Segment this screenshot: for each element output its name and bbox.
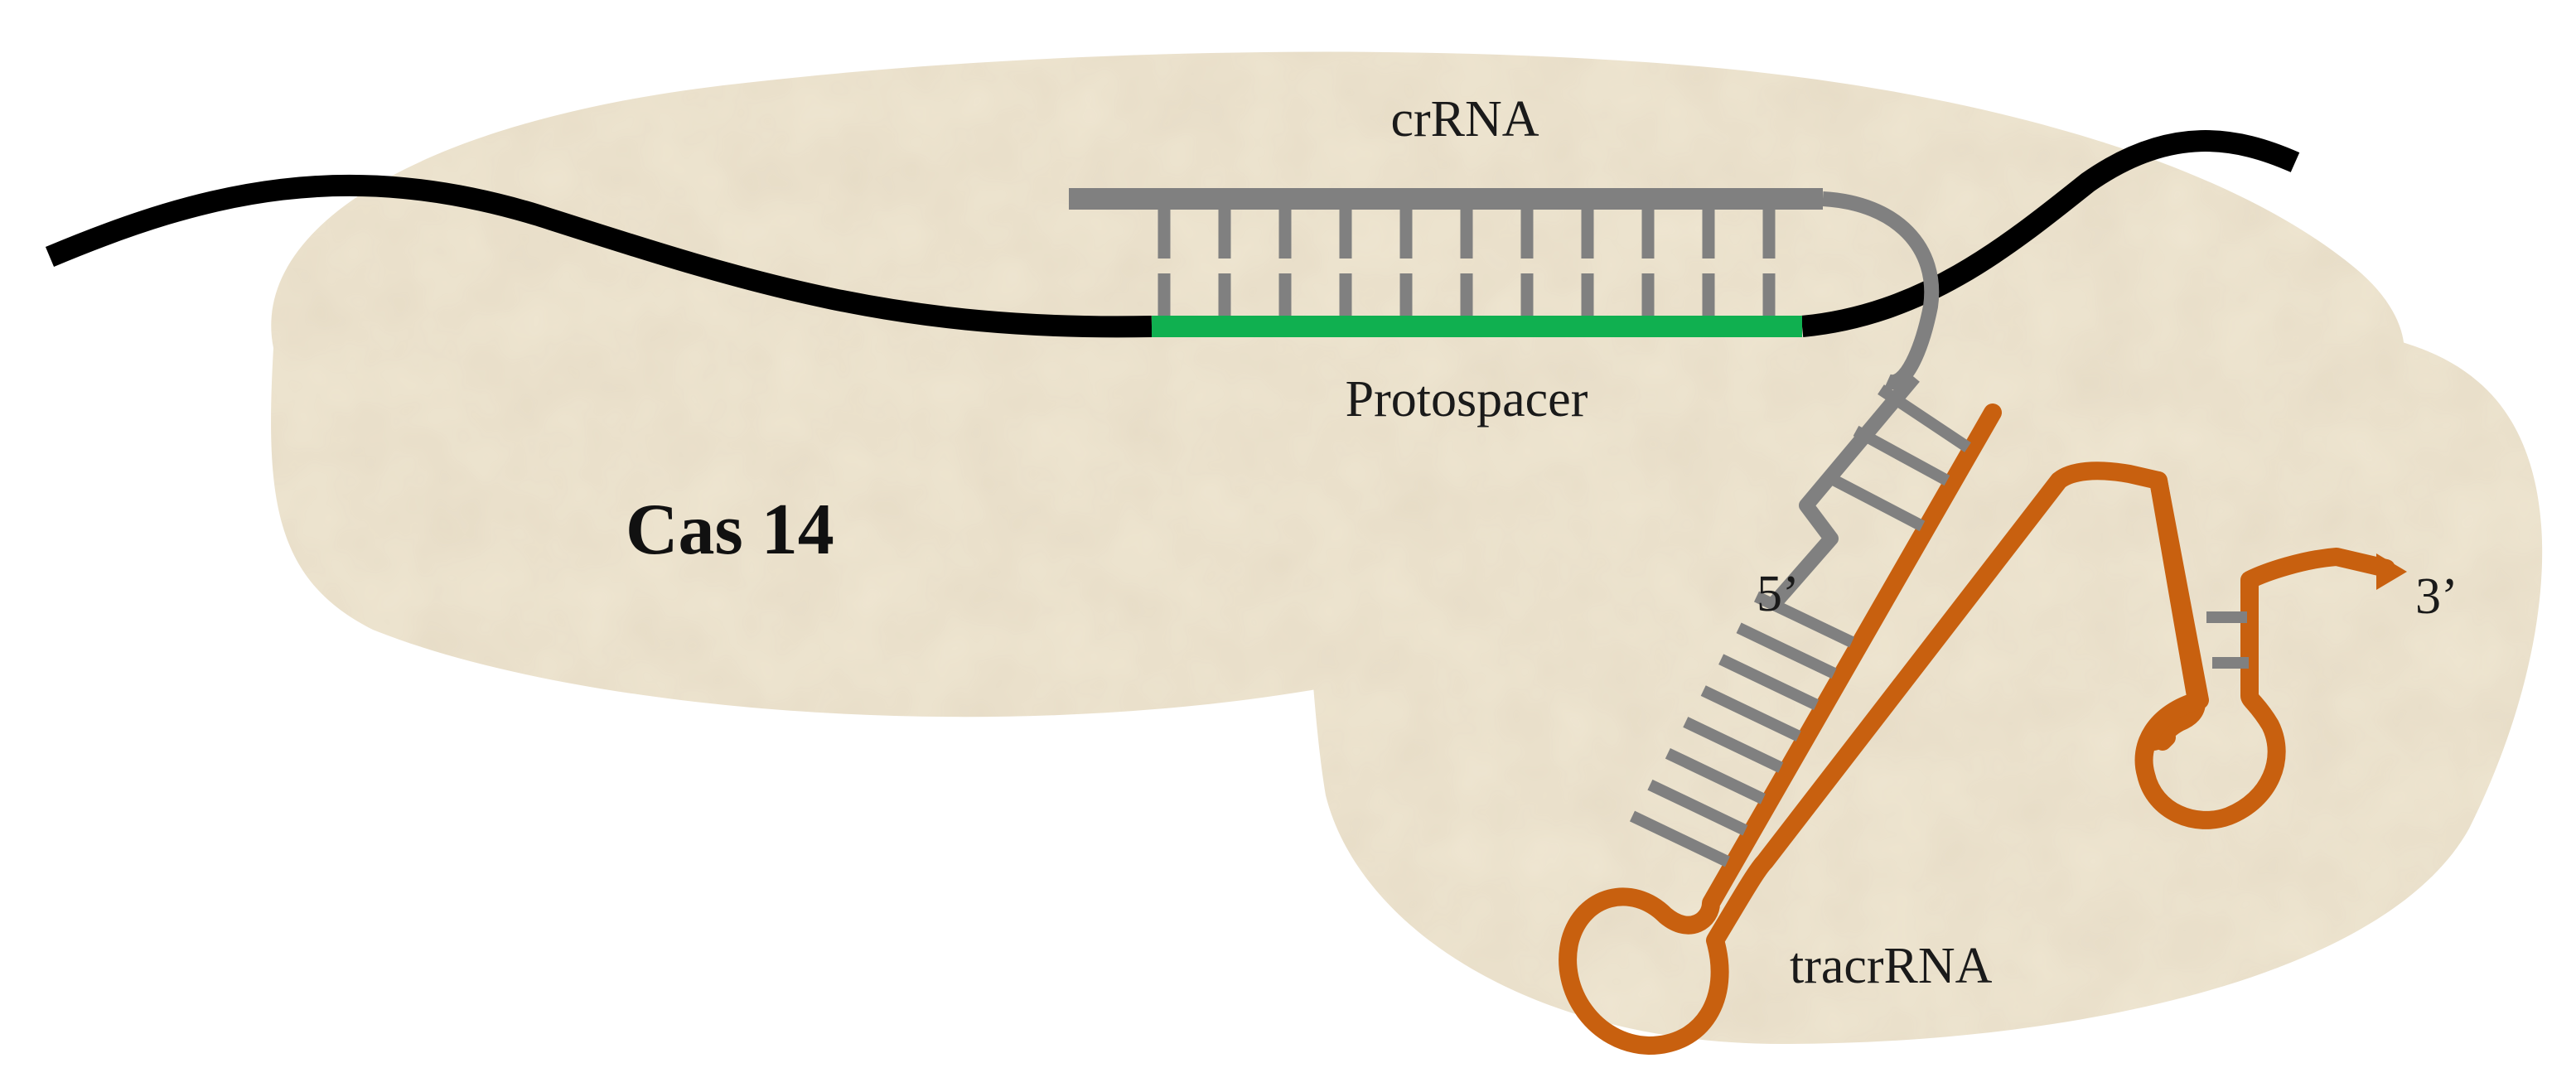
repeat-base-pair	[1824, 471, 1926, 532]
tracrrna-strand	[1559, 403, 2206, 1055]
repeat-base-pair	[1718, 654, 1820, 711]
three-prime-label: 3’	[2415, 568, 2458, 625]
repeat-base-pair	[1753, 591, 1855, 648]
repeat-base-pair	[1878, 384, 1971, 452]
dna-strand-right	[1800, 130, 2300, 337]
repeat-base-pair	[1853, 425, 1950, 486]
crrna-repeat-tail	[1822, 191, 1940, 390]
repeat-base-pair	[1665, 747, 1766, 805]
repeat-base-pair	[1700, 685, 1801, 742]
crrna-repeat-arm	[1767, 372, 1920, 610]
protein-label: Cas 14	[626, 490, 834, 570]
protein-lobe-lower	[1307, 324, 2543, 1044]
dna-strand-left	[45, 174, 1153, 338]
crrna-protospacer-base-pairs	[1158, 210, 1776, 316]
tracrrna-hairpin-small	[2134, 471, 2395, 829]
repeat-base-pair	[1629, 810, 1731, 867]
repeat-antirepeat-base-pairs	[1629, 384, 1971, 867]
hairpin-stem-base-pairs	[2206, 611, 2249, 669]
five-prime-label: 5’	[1757, 566, 1800, 622]
crrna-label: crRNA	[1390, 91, 1539, 147]
repeat-base-pair	[1647, 779, 1748, 836]
repeat-base-pair	[1736, 622, 1837, 679]
repeat-base-pair	[1683, 717, 1784, 773]
tracrrna-3prime-arrowhead	[2376, 553, 2407, 590]
cas14-protein-body	[271, 51, 2543, 1044]
tracrrna-label: tracrRNA	[1790, 938, 1993, 994]
protospacer-label: Protospacer	[1346, 371, 1588, 428]
